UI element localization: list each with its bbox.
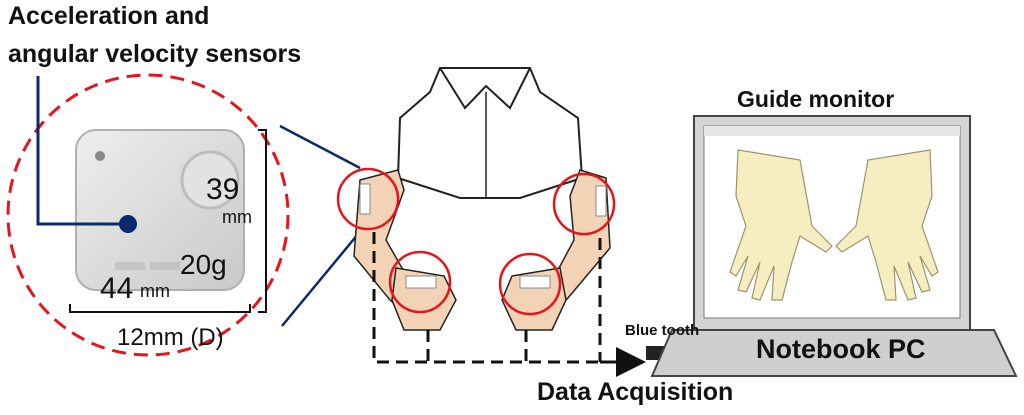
sensor-slot [115,262,145,270]
zoom-connector-line [281,221,369,327]
bluetooth-label: Blue tooth [625,322,700,339]
zoom-connector-line [279,124,361,170]
data-flow-lines [372,232,620,364]
sensor-pointer-line [36,76,126,226]
sensor-title-line2: angular velocity sensors [8,40,302,68]
depth-bracket [69,304,251,313]
wrist-sensor-circle-right [498,252,562,316]
weight-label: 20g [180,249,227,280]
sensor-zoom-circle [6,73,290,357]
height-dimension-value: 39 [206,173,240,206]
depth-dimension-label: 12mm (D) [117,324,224,351]
sensor-button-icon [180,150,240,210]
width-dimension-value: 44 [100,272,134,305]
data-acquisition-label: Data Acquisition [537,378,734,406]
notebook-pc-label: Notebook PC [756,334,926,364]
arm-sensor-circle-right [552,172,616,236]
arm-sensor-circle-left [336,167,400,231]
wrist-sensor-circle-left [388,250,452,314]
monitor-right-hand [835,149,939,301]
monitor-left-hand [729,149,833,301]
sensor-slot [150,262,180,270]
width-dimension-unit: mm [140,281,170,301]
sensor-title-line1: Acceleration and [8,2,210,30]
sensor-led-icon [95,151,105,161]
height-dimension-unit: mm [222,207,252,227]
guide-monitor-label: Guide monitor [737,86,895,112]
sensor-pointer-dot [119,215,137,233]
height-bracket [258,129,267,313]
